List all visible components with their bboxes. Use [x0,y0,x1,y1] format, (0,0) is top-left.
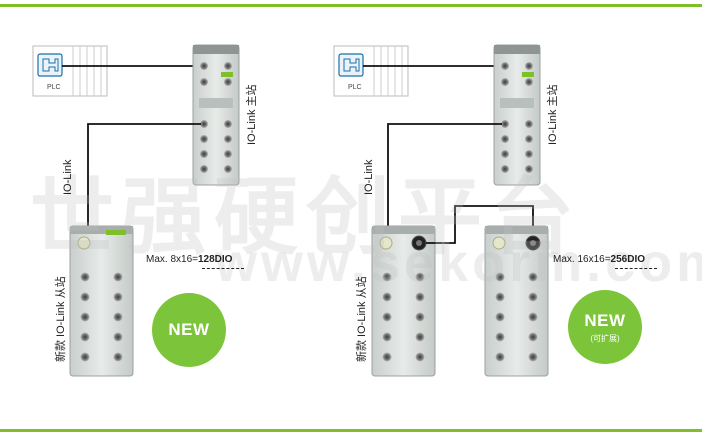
iolink-cable-right [387,123,502,238]
capacity-left: Max. 8x16=128DIO [146,254,244,269]
slave-label-right: 新款 IO-Link 从站 [356,276,368,362]
daisy-chain-cable [426,205,534,244]
iolink-master-right [493,44,541,186]
capacity-right: Max. 16x16=256DIO [553,254,657,269]
top-green-rule [0,4,702,7]
bottom-green-rule [0,429,702,432]
plc-left [32,45,108,97]
iolink-slave-right-2 [484,225,549,377]
iolink-slave-left [69,225,134,377]
new-badge-left: NEW [152,293,226,367]
plc-right [333,45,409,97]
master-label-left: IO-Link 主站 [246,84,258,145]
iolink-cable-left [87,123,201,238]
slave-label-left: 新款 IO-Link 从站 [55,276,67,362]
iolink-line-label-left: IO-Link [62,159,74,195]
iolink-line-label-right: IO-Link [363,159,375,195]
iolink-master-left [192,44,240,186]
master-label-right: IO-Link 主站 [547,84,559,145]
iolink-slave-right-1 [371,225,436,377]
plc-label-right: PLC [348,84,362,91]
plc-label-left: PLC [47,84,61,91]
new-badge-right: NEW (可扩展) [568,290,642,364]
